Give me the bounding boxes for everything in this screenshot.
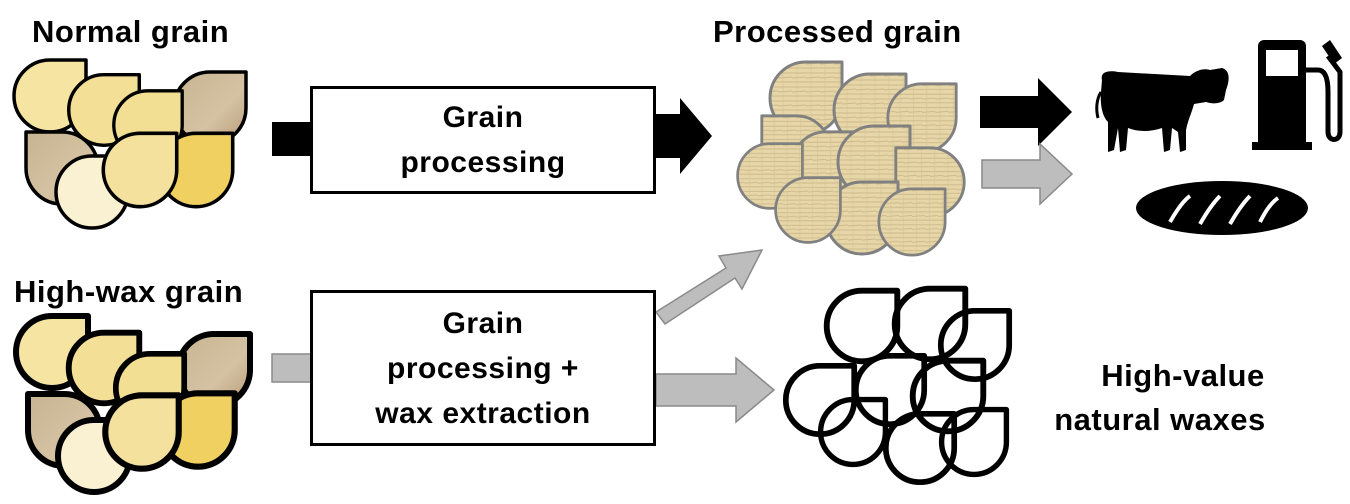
processed-grain-label: Processed grain: [713, 14, 962, 49]
grain-processing-box: Grain processing: [310, 86, 656, 194]
gray-arrow-to-products: [981, 142, 1074, 206]
normal-grain-cluster: [12, 58, 248, 230]
gray-arrow-to-processed: [654, 249, 764, 326]
high-value-label-line1: High-value: [1101, 358, 1265, 393]
high-value-label-line2: natural waxes: [1054, 402, 1266, 437]
gray-input-arrow: [271, 353, 313, 383]
black-arrow-to-processed: [656, 98, 712, 174]
bread-icon: [1136, 181, 1308, 235]
grain-processing-line1: Grain: [442, 101, 524, 134]
cow-icon: [1095, 68, 1229, 152]
black-input-arrow: [272, 122, 312, 156]
natural-waxes-cluster: [786, 289, 1009, 482]
gray-arrow-to-waxes: [655, 356, 776, 424]
high-wax-grain-cluster: [16, 316, 250, 492]
fuel-pump-icon: [1252, 40, 1343, 150]
wax-extraction-line3: wax extraction: [375, 396, 591, 430]
black-arrow-to-products: [980, 78, 1072, 146]
high-wax-grain-label: High-wax grain: [14, 274, 244, 309]
arrows: [271, 78, 1074, 424]
normal-grain-label: Normal grain: [32, 14, 230, 49]
processed-grain-cluster: [736, 60, 966, 257]
wax-extraction-line1: Grain: [442, 306, 524, 340]
wax-extraction-line2: processing +: [387, 351, 579, 385]
wax-extraction-box: Grain processing + wax extraction: [310, 290, 656, 446]
grain-processing-line2: processing: [400, 146, 566, 179]
